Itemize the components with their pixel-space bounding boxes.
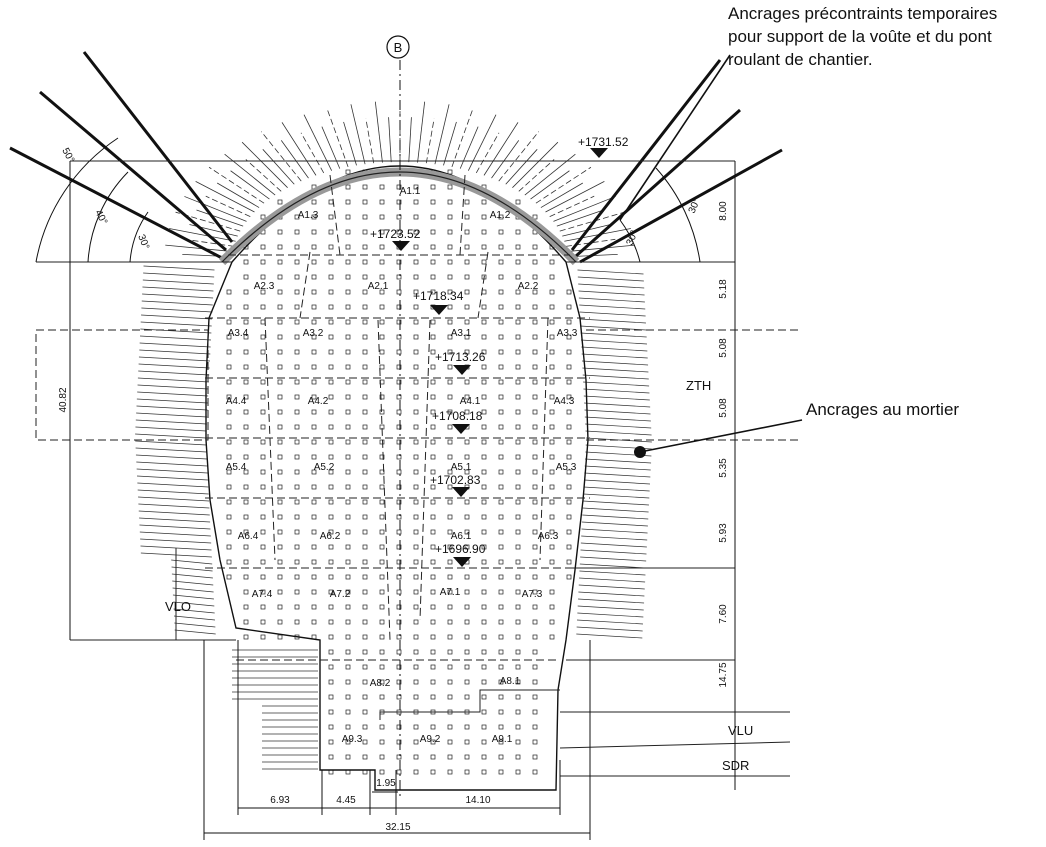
svg-text:8.00: 8.00 — [718, 201, 729, 221]
zone-A2.1: A2.1 — [368, 281, 389, 292]
svg-text:30°: 30° — [135, 233, 151, 251]
zone-A4.2: A4.2 — [308, 396, 329, 407]
elevation-markers: +1731.52 +1723.52 +1718.34 +1713.26 +170… — [370, 135, 629, 567]
zone-A4.1: A4.1 — [460, 396, 481, 407]
elevation-1702-83: +1702.83 — [430, 473, 481, 497]
zone-A5.1: A5.1 — [451, 462, 472, 473]
zone-A6.3: A6.3 — [538, 531, 559, 542]
elevation-1696-90: +1696.90 — [435, 542, 486, 567]
zone-A7.3: A7.3 — [522, 589, 543, 600]
zone-A3.1: A3.1 — [451, 328, 472, 339]
zone-A3.4: A3.4 — [228, 328, 249, 339]
anchor-lines-layer — [9, 51, 783, 770]
excavation-stage-lines — [205, 174, 590, 661]
svg-text:7.60: 7.60 — [718, 604, 729, 624]
svg-text:+1713.26: +1713.26 — [435, 350, 486, 364]
zone-A8.2: A8.2 — [370, 678, 391, 689]
svg-text:14.10: 14.10 — [465, 795, 490, 806]
zone-A3.3: A3.3 — [557, 328, 578, 339]
bottom-dimension-labels: 6.93 4.45 1.95 14.10 32.15 — [270, 778, 491, 833]
zone-A6.4: A6.4 — [238, 531, 259, 542]
callout-line-3: roulant de chantier. — [728, 50, 873, 69]
axis-marker: B — [386, 35, 410, 59]
svg-text:5.08: 5.08 — [718, 398, 729, 418]
callout-line-1: Ancrages précontraints temporaires — [728, 4, 998, 23]
temporary-anchors-callout: Ancrages précontraints temporaires pour … — [728, 2, 1046, 71]
zone-A5.4: A5.4 — [226, 462, 247, 473]
tag-VLO: VLO — [165, 599, 191, 614]
vault-lining-edge — [221, 171, 577, 263]
elevation-1718-34: +1718.34 — [413, 289, 464, 315]
svg-text:5.93: 5.93 — [718, 523, 729, 543]
right-dimension-labels: 8.00 5.18 5.08 5.08 5.35 5.93 7.60 14.75 — [718, 201, 729, 688]
zone-A6.1: A6.1 — [451, 531, 472, 542]
elevation-1713-26: +1713.26 — [435, 350, 486, 375]
tag-VLU: VLU — [728, 723, 753, 738]
zone-A2.3: A2.3 — [254, 281, 275, 292]
zone-A9.1: A9.1 — [492, 734, 513, 745]
zone-labels: A1.1 A1.2 A1.3 A2.1 A2.2 A2.3 A3.1 A3.2 … — [226, 186, 578, 745]
zone-A6.2: A6.2 — [320, 531, 341, 542]
zone-A5.2: A5.2 — [314, 462, 335, 473]
svg-text:+1708.18: +1708.18 — [432, 409, 483, 423]
elevation-1723-52: +1723.52 — [370, 227, 421, 251]
zone-A7.4: A7.4 — [252, 589, 273, 600]
svg-text:+1731.52: +1731.52 — [578, 135, 629, 149]
svg-text:+1702.83: +1702.83 — [430, 473, 481, 487]
svg-text:+1696.90: +1696.90 — [435, 542, 486, 556]
zone-A1.2: A1.2 — [490, 210, 511, 221]
svg-text:5.35: 5.35 — [718, 458, 729, 478]
angle-arcs — [35, 137, 701, 263]
zone-A9.3: A9.3 — [342, 734, 363, 745]
svg-text:5.08: 5.08 — [718, 338, 729, 358]
zone-A9.2: A9.2 — [420, 734, 441, 745]
zone-A7.1: A7.1 — [440, 587, 461, 598]
svg-text:14.75: 14.75 — [718, 662, 729, 687]
zone-A1.1: A1.1 — [400, 186, 421, 197]
svg-text:5.18: 5.18 — [718, 279, 729, 299]
svg-text:30°: 30° — [625, 229, 641, 247]
elevation-1708-18: +1708.18 — [432, 409, 483, 434]
svg-text:4.45: 4.45 — [336, 795, 356, 806]
svg-text:32.15: 32.15 — [385, 822, 410, 833]
callout-leaders — [619, 54, 803, 453]
zone-A4.3: A4.3 — [554, 396, 575, 407]
zone-A1.3: A1.3 — [298, 210, 319, 221]
tag-ZTH: ZTH — [686, 378, 711, 393]
tag-SDR: SDR — [722, 758, 749, 773]
zone-A2.2: A2.2 — [518, 281, 539, 292]
svg-text:+1723.52: +1723.52 — [370, 227, 421, 241]
svg-text:+1718.34: +1718.34 — [413, 289, 464, 303]
zone-A3.2: A3.2 — [303, 328, 324, 339]
bolt-grid-layer — [226, 169, 572, 775]
svg-text:30°: 30° — [687, 197, 703, 215]
mortar-anchor-dot — [634, 446, 646, 458]
svg-text:40°: 40° — [92, 208, 109, 227]
zone-A5.3: A5.3 — [556, 462, 577, 473]
svg-text:B: B — [394, 40, 403, 55]
frame-lines — [35, 160, 800, 777]
zone-A7.2: A7.2 — [330, 589, 351, 600]
zone-A4.4: A4.4 — [226, 396, 247, 407]
elevation-1731-52: +1731.52 — [578, 135, 629, 158]
callout-line-2: pour support de la voûte et du pont — [728, 27, 992, 46]
zone-tags: ZTH VLO VLU SDR — [165, 378, 753, 773]
svg-text:50°: 50° — [59, 146, 76, 165]
dimension-lines — [69, 161, 736, 840]
mortar-anchors-callout: Ancrages au mortier — [806, 400, 960, 419]
zone-A8.1: A8.1 — [500, 676, 521, 687]
left-dimension-label: 40.82 — [58, 387, 69, 412]
svg-text:6.93: 6.93 — [270, 795, 290, 806]
svg-text:1.95: 1.95 — [376, 778, 396, 789]
